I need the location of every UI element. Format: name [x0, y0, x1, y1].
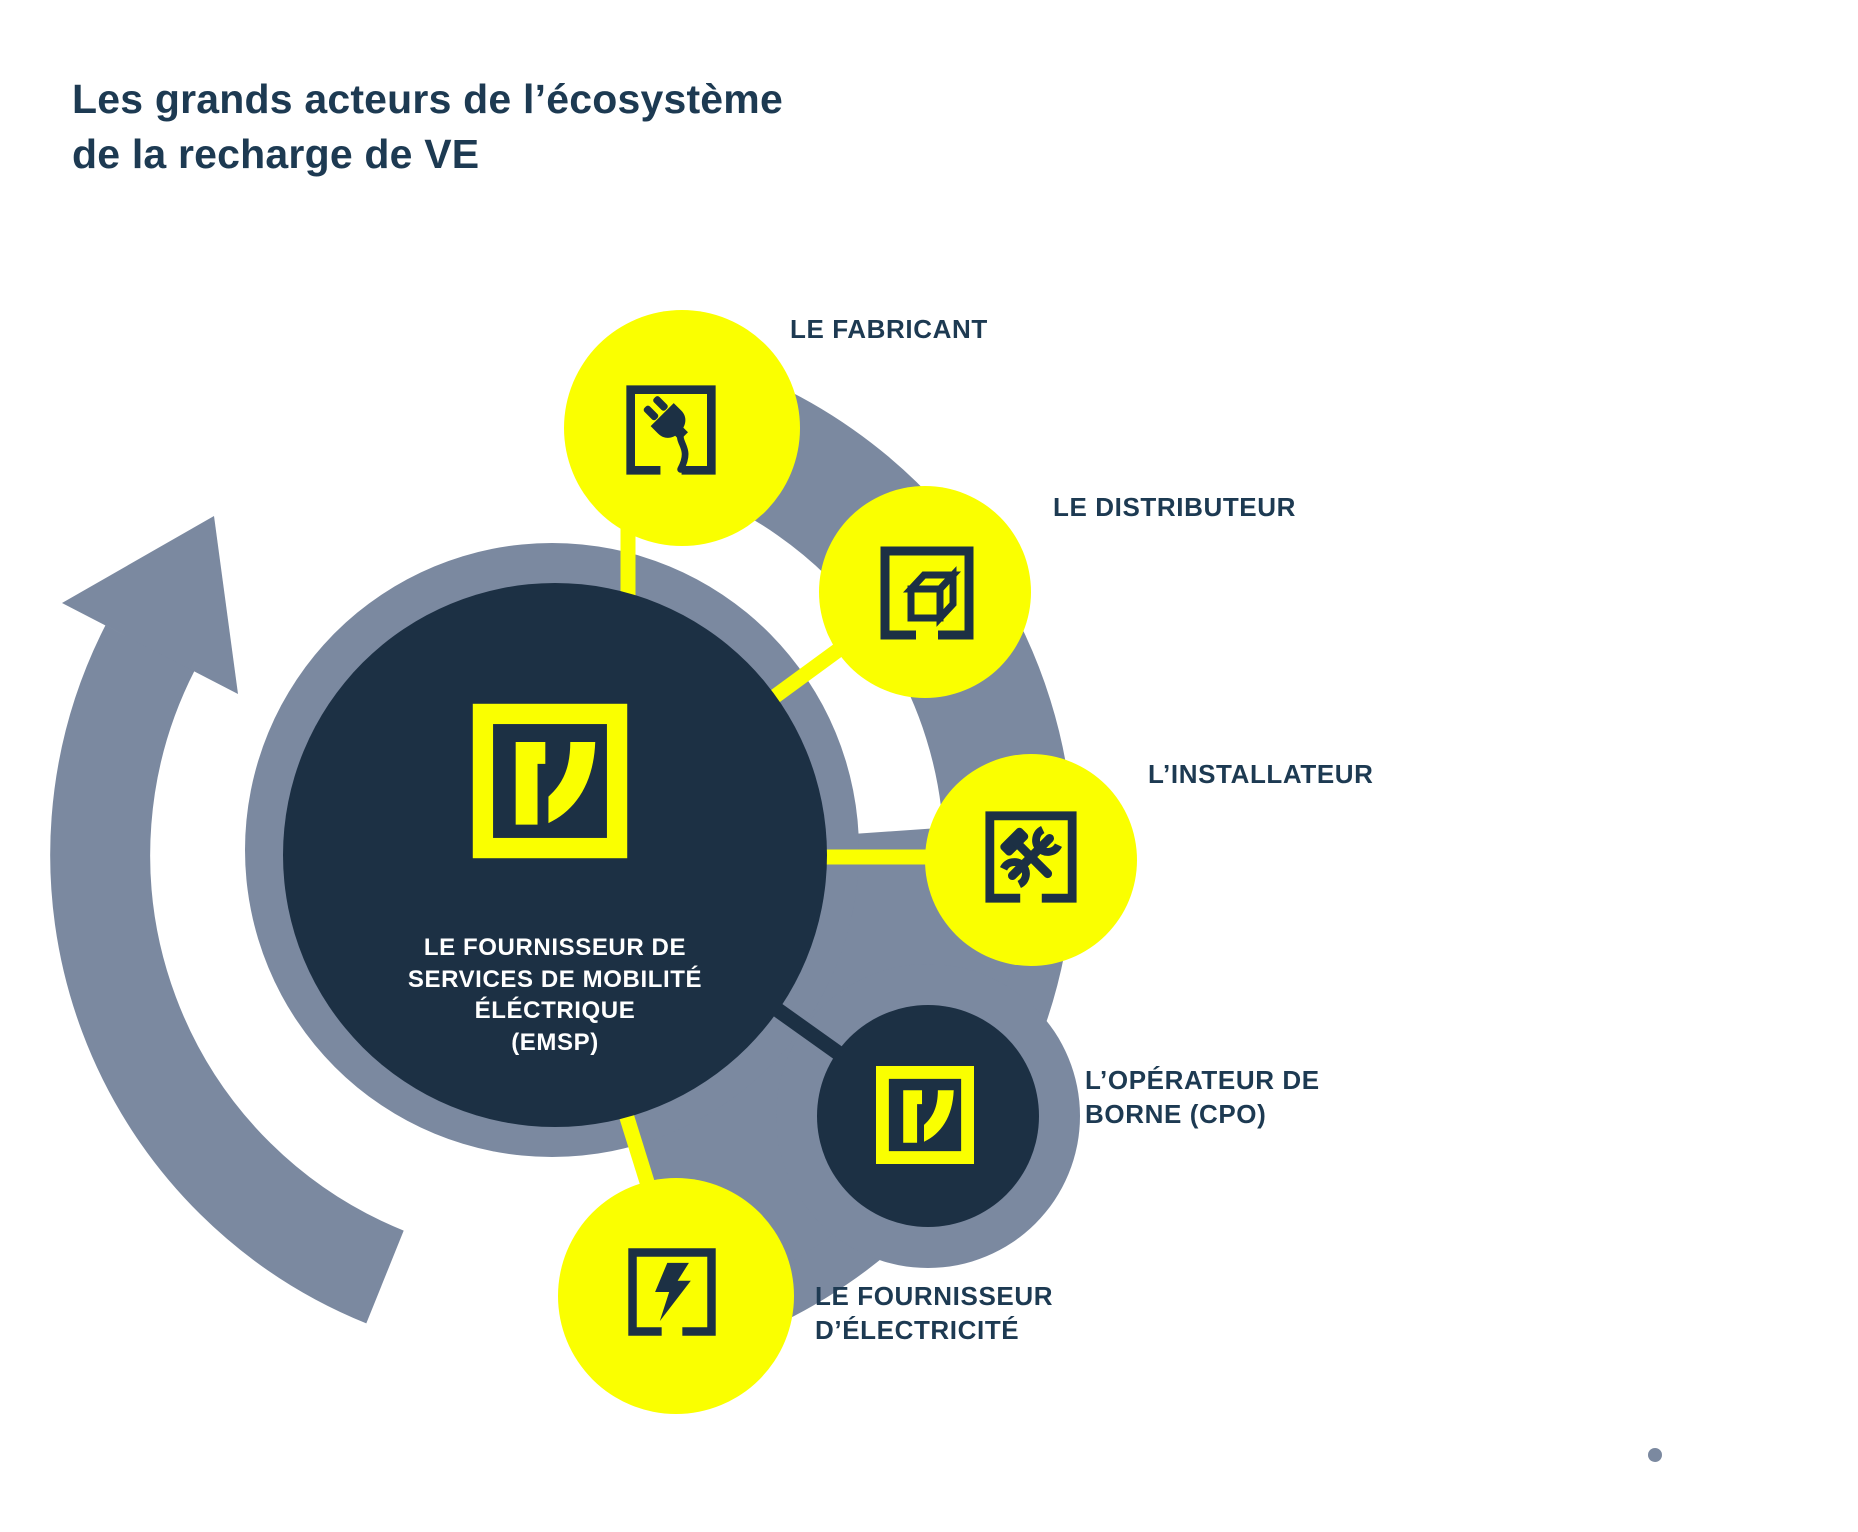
tools-icon [985, 811, 1077, 903]
center-node-label: LE FOURNISSEUR DE SERVICES DE MOBILITÉ É… [355, 932, 755, 1059]
page-title-line2: de la recharge de VE [72, 130, 480, 177]
center-label-line2: SERVICES DE MOBILITÉ [407, 965, 703, 993]
cycle-arrow [50, 516, 404, 1324]
package-cube-icon [880, 546, 974, 640]
cpo-circle [817, 1005, 1039, 1227]
lightning-icon [628, 1248, 716, 1336]
plug-icon [626, 385, 716, 475]
center-label-line3: ÉLÉCTRIQUE [474, 997, 636, 1025]
v-logo [875, 1065, 975, 1165]
connector-cpo [763, 996, 853, 1067]
page-title: Les grands acteurs de l’écosystème de la… [72, 72, 783, 181]
label-fabricant: LE FABRICANT [790, 314, 988, 344]
v-logo [472, 703, 628, 859]
label-electricite-line1: LE FOURNISSEUR [815, 1281, 1054, 1311]
label-operateur-de-borne: L’OPÉRATEUR DE BORNE (CPO) [1085, 1063, 1320, 1132]
page-title-line1: Les grands acteurs de l’écosystème [72, 76, 783, 122]
label-electricite-line2: D’ÉLECTRICITÉ [815, 1315, 1020, 1346]
cycle-arrow-band [50, 625, 404, 1324]
label-cpo-line2: BORNE (CPO) [1085, 1099, 1267, 1130]
cycle-arrow-head [62, 516, 238, 694]
label-distributeur: LE DISTRIBUTEUR [1053, 492, 1296, 522]
label-installateur: L’INSTALLATEUR [1148, 759, 1374, 789]
label-fournisseur-electricite: LE FOURNISSEUR D’ÉLECTRICITÉ [815, 1279, 1053, 1348]
center-label-line1: LE FOURNISSEUR DE [423, 934, 687, 961]
page-dot [1648, 1448, 1662, 1462]
label-cpo-line1: L’OPÉRATEUR DE [1085, 1065, 1320, 1095]
center-label-line4: (EMSP) [511, 1029, 599, 1057]
